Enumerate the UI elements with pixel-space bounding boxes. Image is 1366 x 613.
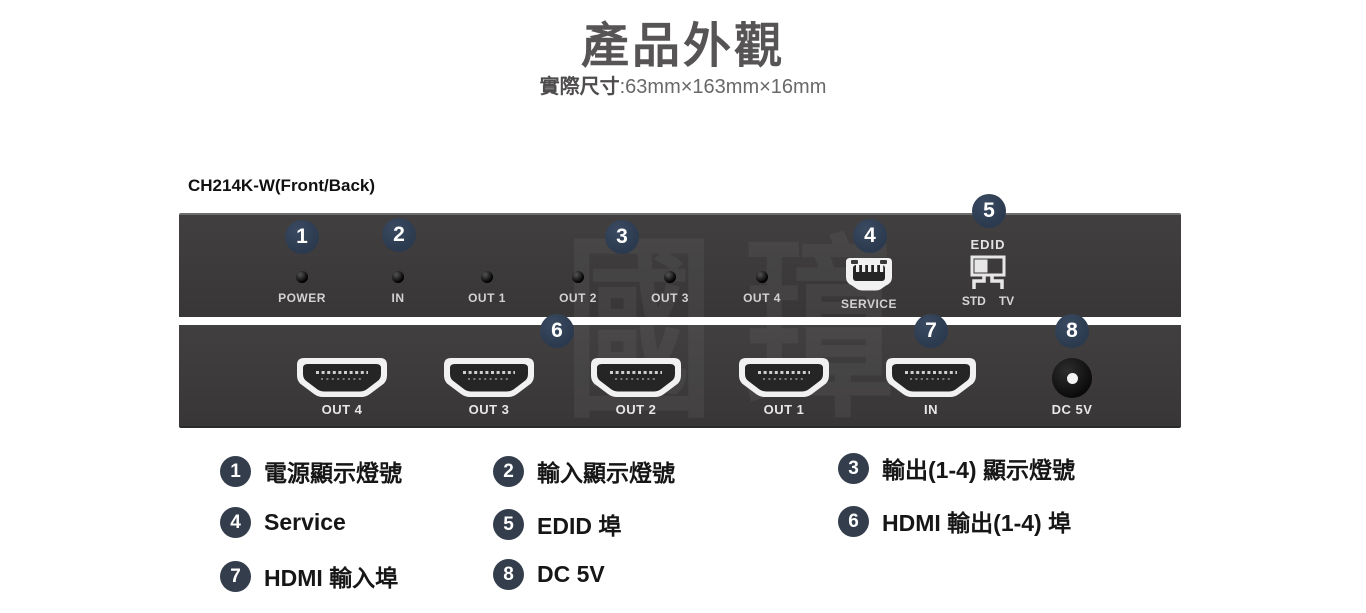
- edid-tv-label: TV: [998, 294, 1015, 308]
- legend-item-1: 1 電源顯示燈號: [220, 454, 402, 488]
- dimensions-value: :63mm×163mm×16mm: [619, 76, 827, 98]
- led-label: OUT 2: [559, 291, 597, 305]
- hdmi-connector-icon: [886, 358, 976, 397]
- legend-num-circle: 2: [493, 455, 524, 487]
- port-label: OUT 4: [321, 402, 363, 417]
- legend-text: 輸出(1-4) 顯示燈號: [882, 457, 1075, 483]
- out4-led-icon: [756, 271, 768, 283]
- edid-title: EDID: [970, 237, 1006, 252]
- legend-item-2: 2 輸入顯示燈號: [493, 454, 675, 488]
- legend-num-circle: 3: [838, 452, 869, 484]
- hdmi-port-out4: OUT 4: [287, 356, 397, 417]
- model-label: CH214K-W(Front/Back): [188, 176, 376, 195]
- hdmi-port-out2: OUT 2: [581, 356, 691, 417]
- page-title: 產品外觀: [580, 20, 785, 73]
- legend-text: EDID 埠: [537, 513, 622, 539]
- legend-item-6: 6 HDMI 輸出(1-4) 埠: [838, 504, 1071, 538]
- out2-led-icon: [572, 271, 584, 283]
- edid-slide-switch-icon: [970, 255, 1006, 289]
- hdmi-port-out3: OUT 3: [434, 356, 544, 417]
- led-out4: OUT 4: [717, 271, 807, 305]
- legend-item-8: 8 DC 5V: [493, 559, 605, 590]
- edid-position-labels: STD TV: [933, 294, 1043, 308]
- led-out3: OUT 3: [625, 271, 715, 305]
- hdmi-connector-icon: [444, 358, 534, 397]
- dc-label: DC 5V: [1051, 402, 1093, 417]
- led-in: IN: [353, 271, 443, 305]
- edid-switch-block: EDID STD TV: [933, 237, 1043, 308]
- led-label: POWER: [278, 291, 326, 305]
- port-label: OUT 1: [763, 402, 805, 417]
- callout-5-edid: 5: [972, 194, 1006, 228]
- front-panel: 國璋: [179, 213, 1181, 317]
- legend-item-5: 5 EDID 埠: [493, 507, 621, 541]
- hdmi-connector-icon: [739, 358, 829, 397]
- callout-6-hdmi-outputs: 6: [540, 314, 574, 348]
- legend-text: HDMI 輸出(1-4) 埠: [882, 510, 1072, 536]
- legend-num-circle: 7: [220, 560, 251, 592]
- dc-jack-pin: [1066, 372, 1078, 384]
- hdmi-port-in: IN: [876, 356, 986, 417]
- hdmi-connector-icon: [297, 358, 387, 397]
- callout-2-input-led: 2: [382, 218, 416, 252]
- led-label: OUT 1: [468, 291, 506, 305]
- callout-7-hdmi-input: 7: [914, 314, 948, 348]
- dc-power-jack: DC 5V: [1027, 358, 1117, 417]
- port-label: IN: [924, 402, 938, 417]
- power-led-icon: [296, 271, 308, 283]
- legend-item-4: 4 Service: [220, 507, 346, 538]
- led-power: POWER: [257, 271, 347, 305]
- port-label: OUT 3: [468, 402, 510, 417]
- legend-num-circle: 8: [493, 559, 524, 590]
- service-port: SERVICE: [819, 256, 919, 311]
- led-out1: OUT 1: [442, 271, 532, 305]
- dc-jack-icon: [1052, 358, 1092, 398]
- legend-text: HDMI 輸入埠: [264, 565, 399, 591]
- port-label: OUT 2: [615, 402, 657, 417]
- led-label: OUT 4: [743, 291, 781, 305]
- callout-4-service: 4: [853, 219, 887, 253]
- legend-num-circle: 5: [493, 508, 524, 540]
- callout-8-dc-power: 8: [1055, 314, 1089, 348]
- callout-1-power-led: 1: [285, 220, 319, 254]
- legend-text: 輸入顯示燈號: [537, 460, 675, 486]
- led-out2: OUT 2: [533, 271, 623, 305]
- edid-std-label: STD: [961, 294, 986, 308]
- in-led-icon: [392, 271, 404, 283]
- dimensions-text: 實際尺寸:63mm×163mm×16mm: [0, 70, 1366, 99]
- legend-num-circle: 4: [220, 507, 251, 538]
- legend-text: DC 5V: [537, 561, 605, 587]
- led-label: OUT 3: [651, 291, 689, 305]
- legend-num-circle: 6: [838, 505, 869, 537]
- legend-text: 電源顯示燈號: [264, 460, 402, 486]
- hdmi-connector-icon: [591, 358, 681, 397]
- dimensions-label: 實際尺寸: [539, 76, 620, 98]
- mini-usb-icon: [846, 258, 892, 291]
- service-label: SERVICE: [841, 297, 897, 311]
- out1-led-icon: [481, 271, 493, 283]
- legend-item-7: 7 HDMI 輸入埠: [220, 559, 398, 593]
- legend-item-3: 3 輸出(1-4) 顯示燈號: [838, 451, 1075, 485]
- hdmi-port-out1: OUT 1: [729, 356, 839, 417]
- device-illustration: 國璋 國璋 1 2 3 4 5 6 7 8 POWER IN OUT 1 OUT…: [179, 194, 1181, 428]
- callout-3-output-leds: 3: [605, 220, 639, 254]
- out3-led-icon: [664, 271, 676, 283]
- legend-num-circle: 1: [220, 455, 251, 487]
- led-label: IN: [391, 291, 405, 305]
- legend-text: Service: [264, 509, 346, 535]
